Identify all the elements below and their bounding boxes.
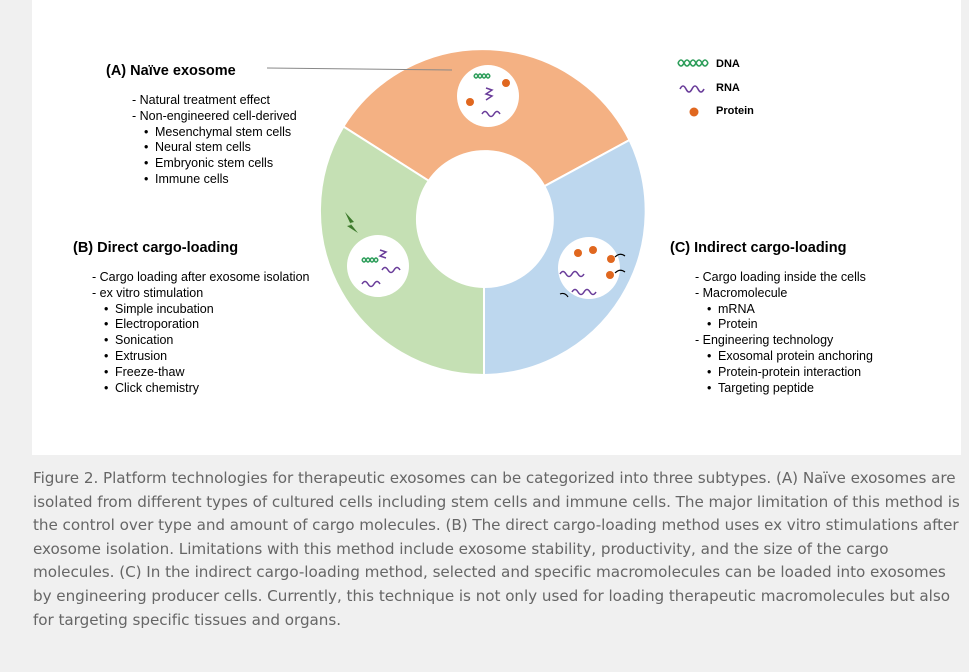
- panel-c-item: mRNA: [695, 302, 873, 318]
- panel-c-item: Exosomal protein anchoring: [695, 349, 873, 365]
- protein-icon: [589, 246, 597, 254]
- panel-b-item: Sonication: [92, 333, 309, 349]
- protein-icon: [466, 98, 474, 106]
- protein-icon: [574, 249, 582, 257]
- panel-b-item: Click chemistry: [92, 381, 309, 397]
- panel-a-item: - Natural treatment effect: [132, 93, 271, 107]
- figure-panel: DNA RNA Protein (A) Naïve exosome - Natu…: [32, 0, 961, 455]
- rna-icon: [571, 288, 597, 296]
- panel-b-item: Freeze-thaw: [92, 365, 309, 381]
- panel-c-item: - Engineering technology: [695, 333, 834, 348]
- rna-icon: [559, 270, 585, 278]
- panel-b-item: - Cargo loading after exosome isolation: [92, 270, 310, 284]
- panel-c-item: - Cargo loading inside the cells: [695, 270, 866, 284]
- panel-a-list: - Natural treatment effect - Non-enginee…: [132, 93, 297, 188]
- panel-c-item: Protein-protein interaction: [695, 365, 873, 381]
- panel-b-item: Simple incubation: [92, 302, 309, 318]
- legend-protein-icon: [689, 107, 699, 117]
- exosome-direct: [347, 235, 409, 297]
- panel-a-item: - Non-engineered cell-derived: [132, 108, 297, 123]
- protein-icon: [502, 79, 510, 87]
- panel-a-item: Neural stem cells: [132, 140, 297, 156]
- panel-a-item: Immune cells: [132, 172, 297, 188]
- legend-label-dna: DNA: [716, 58, 740, 70]
- protein-icon: [607, 255, 615, 263]
- protein-icon: [606, 271, 614, 279]
- panel-c-item: - Macromolecule: [695, 285, 788, 300]
- legend-rna-icon: [679, 85, 705, 93]
- exosome-naive: [457, 65, 519, 127]
- rna-icon: [481, 110, 501, 118]
- legend-label-protein: Protein: [716, 105, 754, 117]
- panel-a-item: Mesenchymal stem cells: [132, 125, 297, 141]
- panel-a-title: (A) Naïve exosome: [106, 63, 236, 79]
- rna-icon: [484, 87, 494, 101]
- figure-caption: Figure 2. Platform technologies for ther…: [33, 469, 960, 629]
- rna-icon: [361, 280, 381, 288]
- legend-label-rna: RNA: [716, 82, 740, 94]
- panel-c-title: (C) Indirect cargo-loading: [670, 240, 847, 256]
- panel-b-item: - ex vitro stimulation: [92, 285, 204, 300]
- panel-b-item: Extrusion: [92, 349, 309, 365]
- panel-c-list: - Cargo loading inside the cells - Macro…: [695, 270, 873, 396]
- rna-icon: [381, 266, 401, 274]
- panel-c-item: Targeting peptide: [695, 381, 873, 397]
- legend-dna-icon: [677, 59, 709, 67]
- panel-c-item: Protein: [695, 317, 873, 333]
- exosome-indirect: [558, 237, 626, 299]
- pointer-line: [266, 67, 453, 71]
- lightning-icon: [345, 212, 358, 233]
- panel-b-list: - Cargo loading after exosome isolation …: [92, 270, 309, 396]
- panel-a-item: Embryonic stem cells: [132, 156, 297, 172]
- panel-b-title: (B) Direct cargo-loading: [73, 240, 239, 256]
- diagram-graphic: [266, 48, 709, 377]
- panel-b-item: Electroporation: [92, 317, 309, 333]
- rna-icon: [378, 249, 388, 259]
